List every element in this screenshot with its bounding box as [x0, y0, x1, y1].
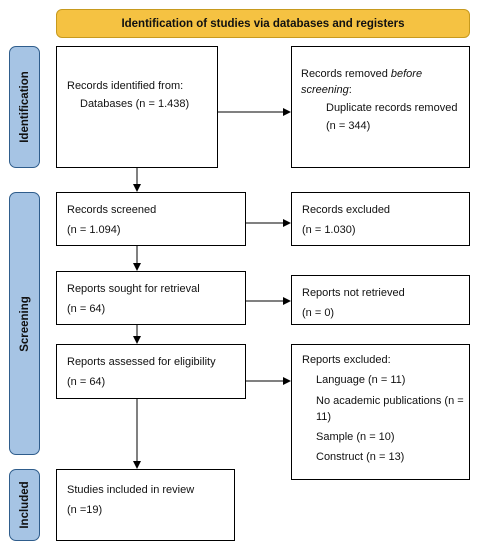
records-identified-title: Records identified from: [67, 80, 184, 92]
excluded-reason-language: Language (n = 11) [316, 374, 406, 386]
reports-sought-count: (n = 64) [67, 303, 106, 315]
studies-included-box: Studies included in review (n =19) [56, 469, 235, 541]
records-removed-title: Records removed before [301, 66, 469, 82]
records-excluded-count: (n = 1.030) [302, 224, 356, 236]
records-removed-screening: screening: [301, 82, 469, 98]
phase-included: Included [9, 469, 40, 541]
excluded-reason-sample: Sample (n = 10) [316, 431, 395, 443]
records-removed-title-b: before [390, 68, 423, 80]
excluded-reason-construct: Construct (n = 13) [316, 451, 405, 463]
reports-not-retrieved-title: Reports not retrieved [302, 287, 405, 299]
records-screened-box: Records screened (n = 1.094) [56, 192, 246, 246]
records-screened-count: (n = 1.094) [67, 224, 121, 236]
records-removed-screening-word: screening [301, 84, 349, 96]
duplicate-records-count: (n = 344) [326, 120, 371, 132]
records-removed-title-a: Records removed [301, 68, 391, 80]
records-excluded-box: Records excluded (n = 1.030) [291, 192, 470, 246]
records-excluded-title: Records excluded [302, 204, 391, 216]
reports-assessed-box: Reports assessed for eligibility (n = 64… [56, 344, 246, 399]
records-screened-title: Records screened [67, 204, 157, 216]
reports-assessed-title: Reports assessed for eligibility [67, 356, 216, 368]
records-removed-box: Records removed before screening: Duplic… [291, 46, 470, 168]
reports-not-retrieved-box: Reports not retrieved (n = 0) [291, 275, 470, 325]
phase-identification: Identification [9, 46, 40, 168]
reports-excluded-title: Reports excluded: [302, 354, 391, 366]
reports-not-retrieved-count: (n = 0) [302, 307, 335, 319]
excluded-reason-non-academic: No academic publications (n = 11) [316, 395, 464, 423]
reports-sought-box: Reports sought for retrieval (n = 64) [56, 271, 246, 325]
records-identified-databases: Databases (n = 1.438) [80, 98, 190, 110]
reports-assessed-count: (n = 64) [67, 376, 106, 388]
reports-sought-title: Reports sought for retrieval [67, 283, 200, 295]
records-identified-box: Records identified from: Databases (n = … [56, 46, 218, 168]
studies-included-title: Studies included in review [67, 484, 195, 496]
duplicate-records-label: Duplicate records removed [326, 102, 458, 114]
studies-included-count: (n =19) [67, 504, 103, 516]
header-title: Identification of studies via databases … [121, 17, 405, 30]
records-removed-colon: : [348, 84, 352, 96]
reports-excluded-box: Reports excluded: Language (n = 11) No a… [291, 344, 470, 480]
identification-header: Identification of studies via databases … [56, 9, 470, 38]
phase-screening: Screening [9, 192, 40, 455]
